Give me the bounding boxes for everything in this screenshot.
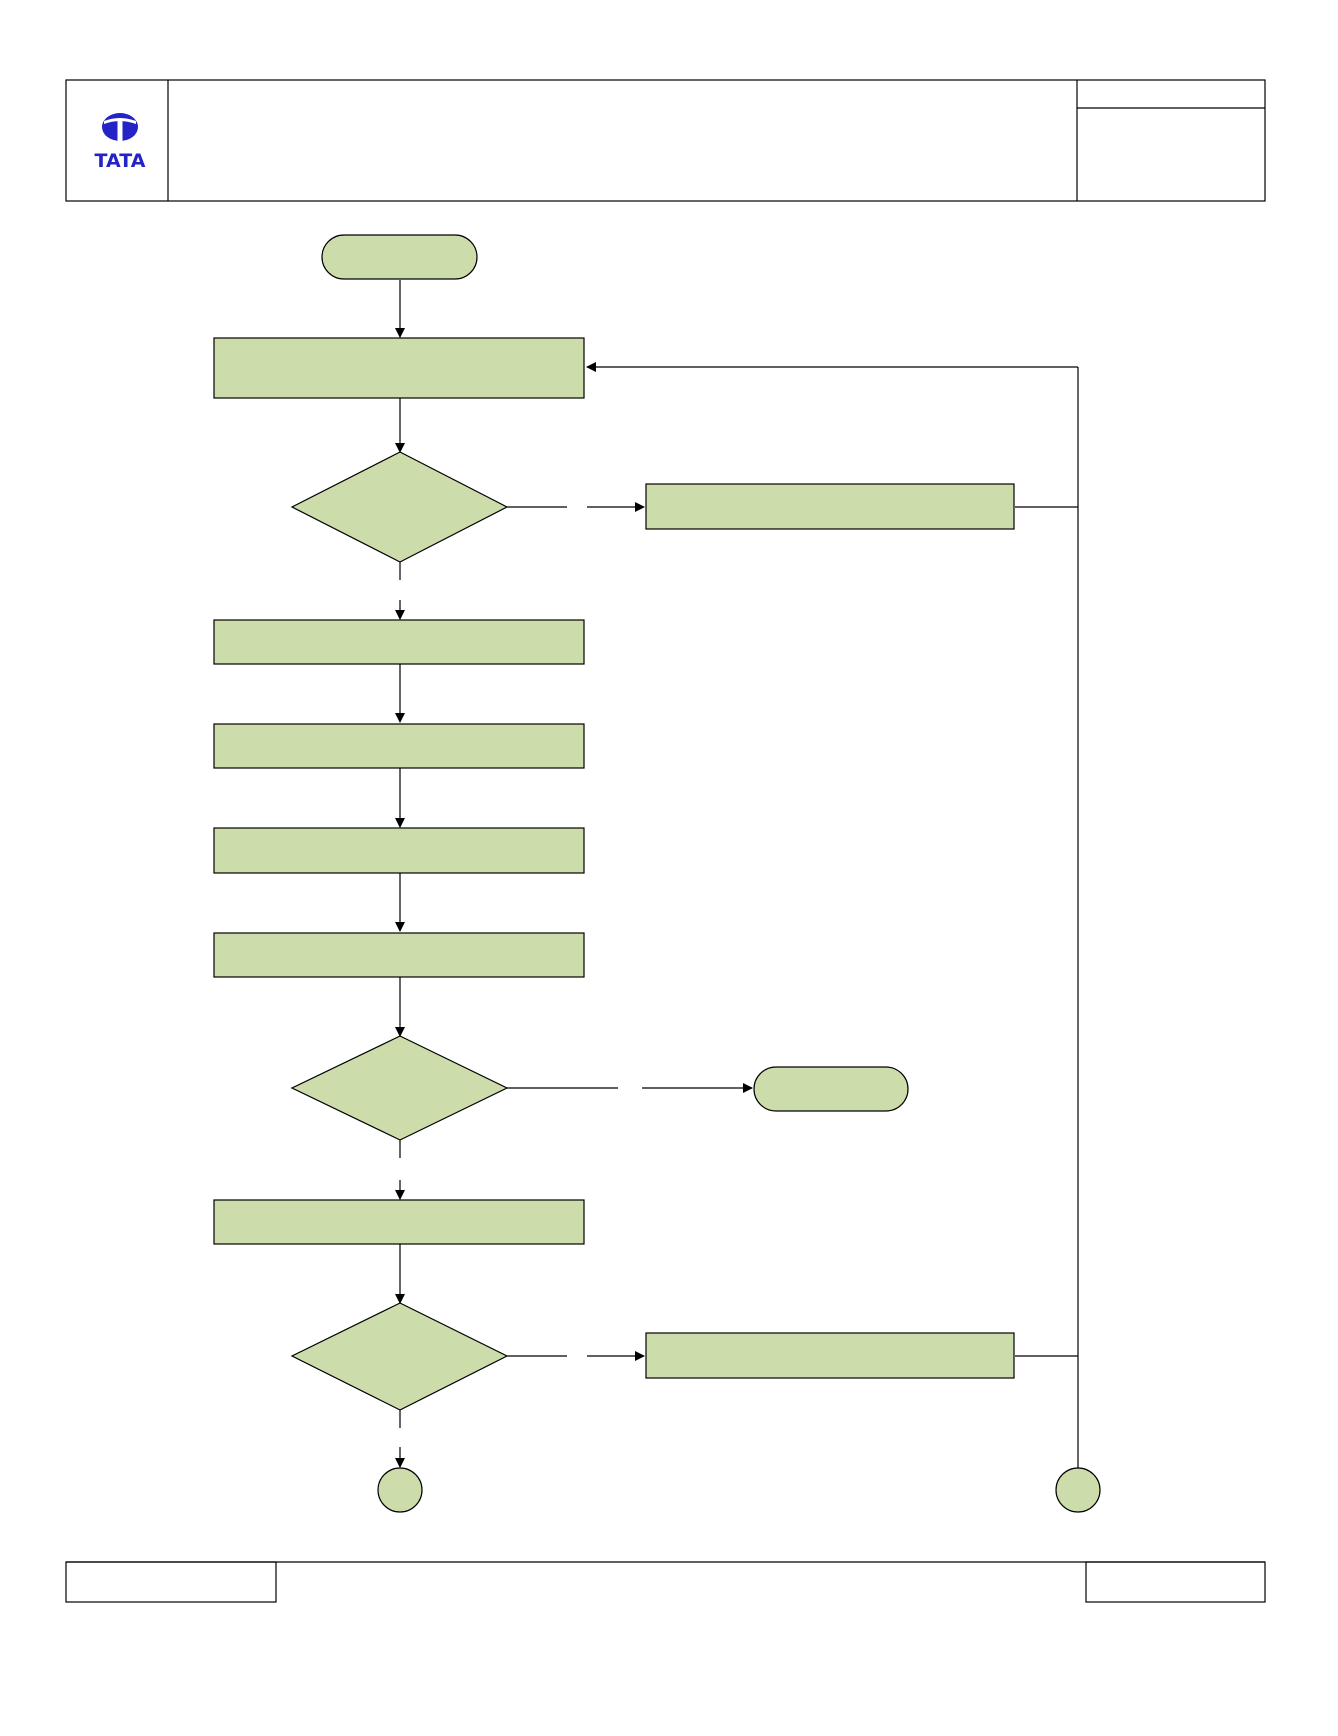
process-step-2	[213, 619, 585, 665]
decision-3	[290, 1302, 509, 1411]
tata-logo-icon: TATA	[95, 113, 146, 172]
process-step-1	[213, 337, 585, 399]
decision-1	[290, 451, 509, 563]
footer-right-box	[1085, 1561, 1266, 1603]
decision-2	[290, 1035, 509, 1141]
process-step-6	[213, 1199, 585, 1245]
header-border	[65, 79, 1266, 202]
tata-logo-text: TATA	[95, 150, 146, 172]
start-terminator	[321, 234, 478, 280]
process-step-3	[213, 723, 585, 769]
footer	[65, 1561, 1266, 1603]
header-table: TATA	[65, 79, 1266, 202]
branch-step-2	[645, 1332, 1015, 1379]
flow-connectors	[395, 280, 1079, 1469]
footer-left-box	[65, 1561, 277, 1603]
branch-step-1	[645, 483, 1015, 530]
connector-left	[377, 1467, 423, 1513]
process-step-4	[213, 827, 585, 874]
process-step-5	[213, 932, 585, 978]
end-terminator	[753, 1066, 909, 1112]
connector-right	[1055, 1467, 1101, 1513]
flow-nodes	[213, 234, 1101, 1513]
